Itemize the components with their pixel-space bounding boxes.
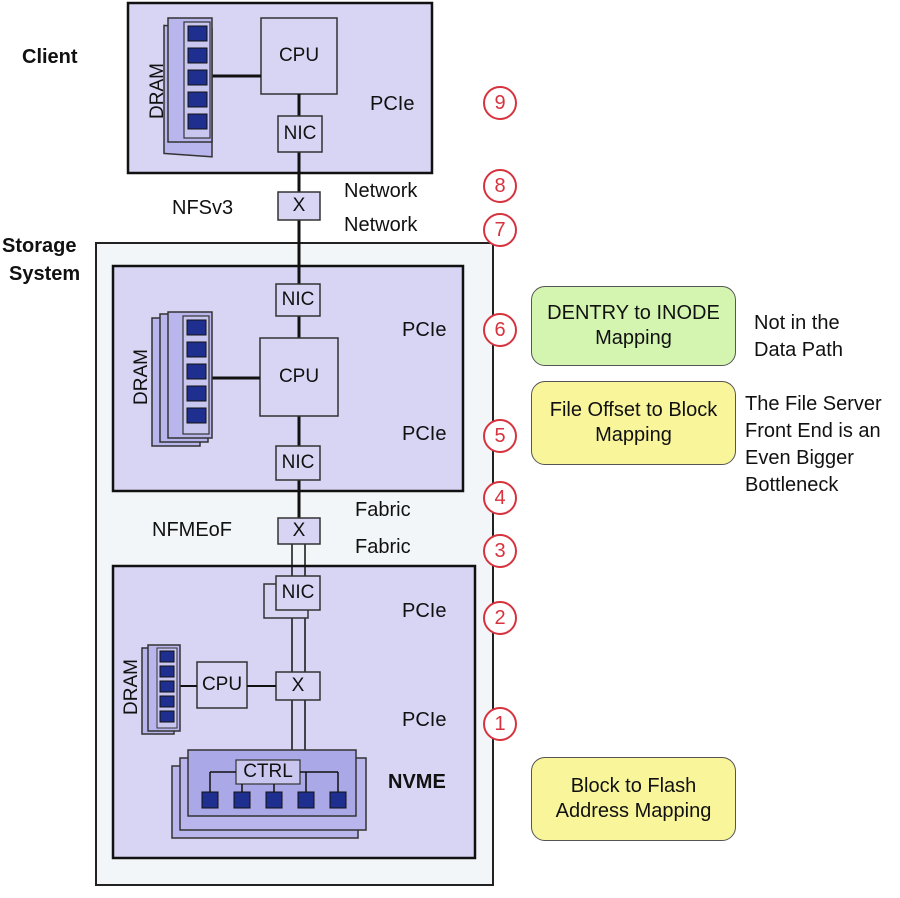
upper-dram-label: DRAM xyxy=(131,349,152,405)
block-flash-line1: Block to Flash xyxy=(570,775,697,797)
nfsv3-label: NFSv3 xyxy=(172,197,234,219)
step-8-badge: 8 xyxy=(483,169,517,203)
file-offset-line2: Mapping xyxy=(595,424,672,446)
storage-system-label-2: System xyxy=(9,263,81,285)
upper-pcie-top-label: PCIe xyxy=(402,319,447,341)
network-lower-label: Network xyxy=(344,214,418,236)
network-switch-label: X xyxy=(292,195,306,216)
step-1-badge: 1 xyxy=(483,707,517,741)
fabric-switch-label: X xyxy=(292,520,306,541)
step-9-badge: 9 xyxy=(483,86,517,120)
lower-dram-module xyxy=(141,644,181,735)
fabric-upper-label: Fabric xyxy=(355,499,411,521)
step-2-badge: 2 xyxy=(483,601,517,635)
upper-nic-bottom-label: NIC xyxy=(281,452,315,473)
file-offset-side-note: The File Server Front End is an Even Big… xyxy=(745,391,882,499)
step-4-badge: 4 xyxy=(483,481,517,515)
client-nic-label: NIC xyxy=(283,123,317,144)
dentry-side-note: Not in the Data Path xyxy=(754,310,843,364)
lower-pcie-bottom-label: PCIe xyxy=(402,709,447,731)
file-offset-side-line3: Even Bigger xyxy=(745,447,854,469)
nvme-label: NVME xyxy=(388,771,446,793)
lower-nic-label: NIC xyxy=(281,582,315,603)
lower-dram-label: DRAM xyxy=(121,659,142,715)
client-dram-label: DRAM xyxy=(147,63,168,119)
client-cpu-label: CPU xyxy=(278,45,320,66)
file-offset-side-line4: Bottleneck xyxy=(745,474,839,496)
step-6-badge: 6 xyxy=(483,313,517,347)
lower-pcie-top-label: PCIe xyxy=(402,600,447,622)
network-upper-label: Network xyxy=(344,180,418,202)
dentry-side-line1: Not in the xyxy=(754,312,840,334)
dentry-side-line2: Data Path xyxy=(754,339,843,361)
upper-cpu-label: CPU xyxy=(278,366,320,387)
step-5-badge: 5 xyxy=(483,419,517,453)
file-offset-side-line2: Front End is an xyxy=(745,420,881,442)
upper-dram-module xyxy=(151,311,213,447)
file-offset-line1: File Offset to Block xyxy=(549,399,718,421)
upper-nic-bottom-box xyxy=(275,445,321,481)
client-nic-box xyxy=(277,115,323,153)
client-cpu-box xyxy=(260,17,338,95)
file-offset-side-line1: The File Server xyxy=(745,393,882,415)
block-flash-note: Block to Flash Address Mapping xyxy=(531,757,736,841)
step-7-badge: 7 xyxy=(483,213,517,247)
block-flash-line2: Address Mapping xyxy=(555,800,712,822)
lower-switch-label: X xyxy=(291,675,305,696)
upper-cpu-box xyxy=(259,337,339,417)
step-3-badge: 3 xyxy=(483,534,517,568)
fabric-lower-label: Fabric xyxy=(355,536,411,558)
client-pcie-label: PCIe xyxy=(370,93,415,115)
file-offset-note: File Offset to Block Mapping xyxy=(531,381,736,465)
lower-cpu-box xyxy=(196,661,248,709)
dentry-note-line2: Mapping xyxy=(595,327,672,349)
lower-nic-box xyxy=(275,575,321,611)
upper-nic-top-label: NIC xyxy=(281,289,315,310)
client-label: Client xyxy=(22,46,78,68)
network-switch-box xyxy=(277,191,321,221)
dentry-note-line1: DENTRY to INODE xyxy=(547,302,720,324)
upper-nic-top-box xyxy=(275,283,321,317)
nvme-ctrl-label: CTRL xyxy=(243,761,293,782)
dentry-inode-note: DENTRY to INODE Mapping xyxy=(531,286,736,366)
storage-system-label-1: Storage xyxy=(2,235,77,257)
fabric-switch-box xyxy=(277,517,321,545)
nvme-module xyxy=(171,749,367,839)
client-dram-module xyxy=(163,17,213,158)
upper-pcie-bottom-label: PCIe xyxy=(402,423,447,445)
nfmeof-label: NFMEoF xyxy=(152,519,232,541)
lower-switch-box xyxy=(275,671,321,701)
lower-cpu-label: CPU xyxy=(201,674,243,695)
